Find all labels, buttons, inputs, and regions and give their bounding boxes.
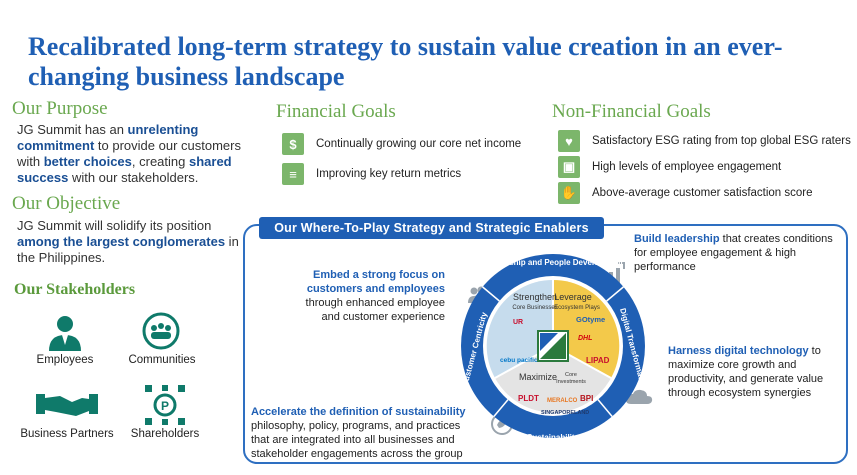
strategy-wheel: Leadership and People Development Sustai…	[460, 254, 648, 442]
strengthen-segment	[486, 279, 553, 378]
non-financial-goal-item: ♥Satisfactory ESG rating from top global…	[558, 128, 853, 154]
objective-heading: Our Objective	[12, 193, 121, 214]
leverage-segment	[553, 279, 620, 378]
handshake-icon	[36, 394, 98, 416]
maximize-sub-label: Core	[565, 372, 577, 378]
financial-goal-item: ≡Improving key return metrics	[282, 161, 542, 187]
ring-bottom-label: Sustainability	[527, 433, 580, 442]
cloud-icon	[625, 389, 653, 404]
strengthen-label: Strengthen	[513, 292, 557, 302]
shareholders-icon: P	[145, 385, 185, 425]
non-financial-goals-heading: Non-Financial Goals	[552, 101, 711, 122]
maximize-sub-label-2: Investments	[556, 379, 586, 385]
leverage-label: Leverage	[554, 292, 592, 302]
singaporeland-logo: SINGAPORELAND	[541, 410, 589, 416]
purpose-heading: Our Purpose	[12, 98, 108, 119]
dhl-logo: DHL	[578, 335, 592, 342]
customers-text: Embed a strong focus on customers and em…	[305, 269, 445, 323]
maximize-label: Maximize	[519, 372, 557, 382]
lipad-logo: LIPAD	[586, 356, 610, 365]
leadership-text: Build leadership that creates conditions…	[634, 233, 833, 273]
hand-icon: ✋	[558, 182, 580, 204]
purpose-text: JG Summit has an unrelenting commitment …	[17, 122, 241, 185]
strengthen-sub-label: Core Businesses	[512, 305, 557, 311]
stakeholder-employees: Employees	[36, 354, 94, 366]
stakeholder-business-partners: Business Partners	[20, 428, 114, 440]
digital-text: Harness digital technology to maximize c…	[668, 345, 824, 399]
gotyme-logo: GOtyme	[576, 315, 605, 324]
communities-icon	[142, 312, 180, 350]
bpi-logo: BPI	[580, 394, 593, 403]
briefcase-icon: ▣	[558, 156, 580, 178]
svg-text:P: P	[161, 399, 169, 413]
employee-icon	[49, 316, 81, 351]
stakeholder-shareholders: Shareholders	[130, 428, 200, 440]
sustainability-text: Accelerate the definition of sustainabil…	[251, 406, 466, 460]
non-financial-goals-list: ♥Satisfactory ESG rating from top global…	[558, 128, 853, 206]
financial-goals-list: $Continually growing our core net income…	[282, 131, 542, 187]
cebu-pacific-logo: cebu pacific	[500, 357, 538, 364]
heart-icon: ♥	[558, 130, 580, 152]
stakeholders-heading: Our Stakeholders	[14, 281, 136, 298]
page-title: Recalibrated long-term strategy to susta…	[28, 32, 783, 91]
financial-goals-heading: Financial Goals	[276, 101, 396, 122]
pldt-logo: PLDT	[518, 394, 539, 403]
coins-icon: ≡	[282, 163, 304, 185]
financial-goal-item: $Continually growing our core net income	[282, 131, 542, 157]
non-financial-goal-item: ▣High levels of employee engagement	[558, 154, 853, 180]
strategy-panel-title: Our Where-To-Play Strategy and Strategic…	[259, 217, 604, 239]
ring-top-label: Leadership and People Development	[483, 258, 623, 267]
universal-robina-logo: UR	[513, 319, 523, 326]
non-financial-goal-item: ✋Above-average customer satisfaction sco…	[558, 180, 853, 206]
leverage-sub-label: Ecosystem Plays	[554, 305, 600, 311]
objective-text: JG Summit will solidify its position amo…	[17, 218, 239, 265]
dollar-icon: $	[282, 133, 304, 155]
meralco-logo: MERALCO	[547, 398, 578, 404]
stakeholder-communities: Communities	[128, 354, 196, 366]
